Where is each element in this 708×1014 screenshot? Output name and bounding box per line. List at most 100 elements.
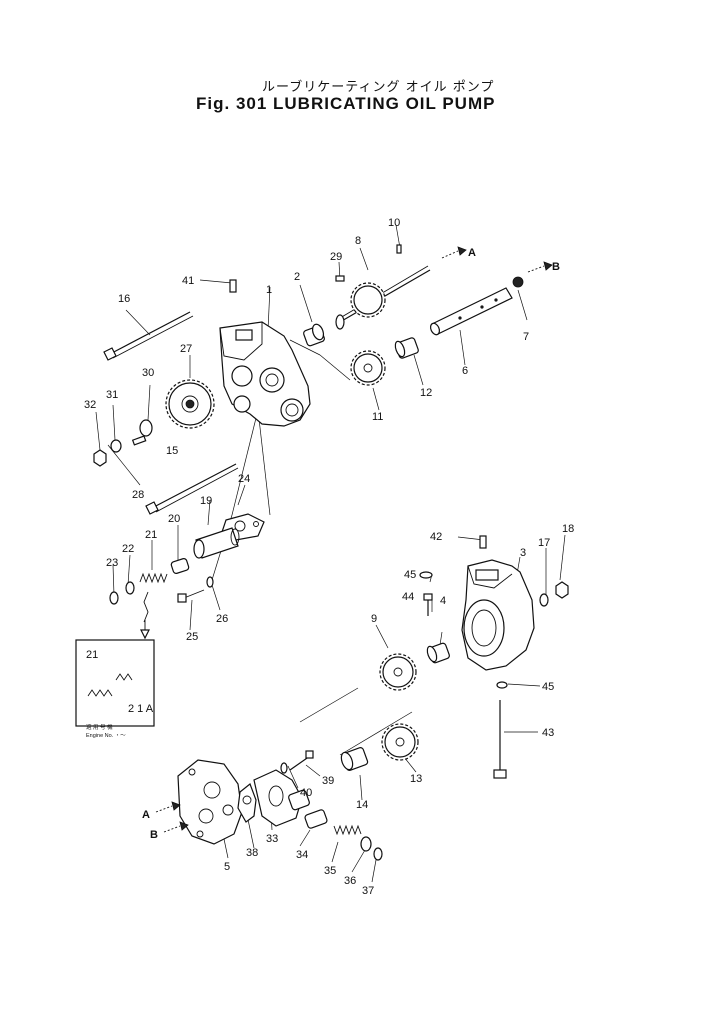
label-part-45-right: 45	[542, 681, 554, 693]
part-43-long-bolt	[493, 700, 507, 779]
part-29-key	[335, 275, 345, 282]
arrow-a-top: A	[441, 246, 476, 259]
alternate-parts-inset: 21 2 1 A 適 用 号 機 Engine No. ・～	[75, 639, 155, 739]
label-part-14: 14	[356, 799, 368, 811]
label-part-30: 30	[142, 367, 154, 379]
label-part-12: 12	[420, 387, 432, 399]
title-japanese: ルーブリケーティング オイル ポンプ	[262, 80, 495, 95]
label-part-32: 32	[84, 399, 96, 411]
label-part-18: 18	[562, 523, 574, 535]
label-part-19: 19	[200, 495, 212, 507]
label-part-5: 5	[224, 861, 230, 873]
part-38-gasket	[237, 783, 257, 823]
part-1-pump-body	[219, 321, 311, 427]
label-part-26: 26	[216, 613, 228, 625]
part-32-nut	[93, 449, 107, 467]
label-part-21: 21	[145, 529, 157, 541]
part-18-nut	[555, 581, 569, 599]
arrow-b-bottom: B	[150, 821, 189, 841]
part-26-ring	[206, 576, 214, 588]
part-9-gear	[379, 653, 417, 691]
part-21-spring	[139, 572, 168, 584]
part-40-washer	[280, 762, 288, 774]
label-part-24: 24	[238, 473, 250, 485]
part-2-bushing	[303, 323, 325, 347]
part-35-spring	[333, 824, 362, 836]
part-8-drive-gear-shaft	[335, 265, 431, 330]
part-39-bolt	[289, 750, 314, 771]
label-part-7: 7	[523, 331, 529, 343]
label-part-11: 11	[372, 411, 383, 423]
part-27-drive-gear	[165, 379, 215, 429]
part-14-bushing	[340, 747, 369, 771]
marker-a-bottom: A	[142, 809, 150, 821]
marker-a-top: A	[468, 247, 476, 259]
label-part-33: 33	[266, 833, 278, 845]
part-5-cover-plate	[177, 759, 243, 845]
label-part-40: 40	[300, 787, 312, 799]
inset-label-21a: 2 1 A	[128, 703, 154, 715]
label-part-17: 17	[538, 537, 550, 549]
part-45-washer-right	[496, 681, 508, 689]
label-part-45-top: 45	[404, 569, 416, 581]
marker-b-bottom: B	[150, 829, 158, 841]
label-part-1: 1	[266, 284, 272, 296]
label-part-8: 8	[355, 235, 361, 247]
part-number-labels: 1 2 3 4 5 6 7 8 9 10 11 12 13 14 15 16 1…	[84, 217, 574, 897]
label-part-4: 4	[440, 595, 446, 607]
inset-label-21: 21	[86, 649, 98, 661]
arrow-b-top: B	[527, 261, 560, 273]
label-part-16: 16	[118, 293, 130, 305]
label-part-25: 25	[186, 631, 198, 643]
label-part-10: 10	[388, 217, 400, 229]
part-6-shaft	[429, 287, 513, 336]
part-28-key	[131, 435, 147, 446]
figure-title: Fig. 301 LUBRICATING OIL PUMP	[196, 94, 496, 113]
part-16-long-bolt	[103, 311, 194, 361]
label-part-13: 13	[410, 773, 422, 785]
inset-caption-jp: 適 用 号 機	[86, 723, 113, 731]
label-part-6: 6	[462, 365, 468, 377]
arrow-a-bottom: A	[142, 801, 181, 821]
part-11-driven-gear	[350, 350, 386, 386]
label-part-28: 28	[132, 489, 144, 501]
label-part-3: 3	[520, 547, 526, 559]
label-part-27: 27	[180, 343, 192, 355]
label-part-44: 44	[402, 591, 414, 603]
label-part-15: 15	[166, 445, 178, 457]
part-22-washer	[125, 581, 135, 595]
part-41-pin	[229, 279, 237, 293]
alternate-parts-arrow	[140, 591, 150, 640]
part-42-pin	[479, 535, 487, 549]
label-part-35: 35	[324, 865, 336, 877]
part-31-washer	[110, 439, 122, 453]
label-part-38: 38	[246, 847, 258, 859]
part-10-pin	[396, 244, 402, 254]
part-7-plug	[512, 276, 524, 288]
part-36-washer	[360, 836, 372, 852]
part-37-snap-ring	[373, 847, 383, 861]
part-19-valve-housing	[193, 527, 240, 559]
part-34-plunger	[304, 809, 328, 829]
label-part-42: 42	[430, 531, 442, 543]
inset-caption-en: Engine No. ・～	[86, 733, 126, 739]
label-part-37: 37	[362, 885, 374, 897]
part-3-pump-body	[461, 559, 535, 671]
part-25-bolt	[177, 589, 205, 603]
label-part-41: 41	[182, 275, 194, 287]
label-part-22: 22	[122, 543, 134, 555]
label-part-9: 9	[371, 613, 377, 625]
label-part-20: 20	[168, 513, 180, 525]
part-15-bolt	[145, 463, 239, 515]
part-20-plunger	[170, 558, 190, 574]
label-part-2: 2	[294, 271, 300, 283]
part-17-washer	[539, 593, 549, 607]
label-part-29: 29	[330, 251, 342, 263]
part-23-snap-ring	[109, 591, 119, 605]
leader-lines-top	[95, 224, 528, 631]
marker-b-top: B	[552, 261, 560, 273]
label-part-39: 39	[322, 775, 334, 787]
part-12-bushing	[394, 337, 419, 359]
label-part-34: 34	[296, 849, 308, 861]
